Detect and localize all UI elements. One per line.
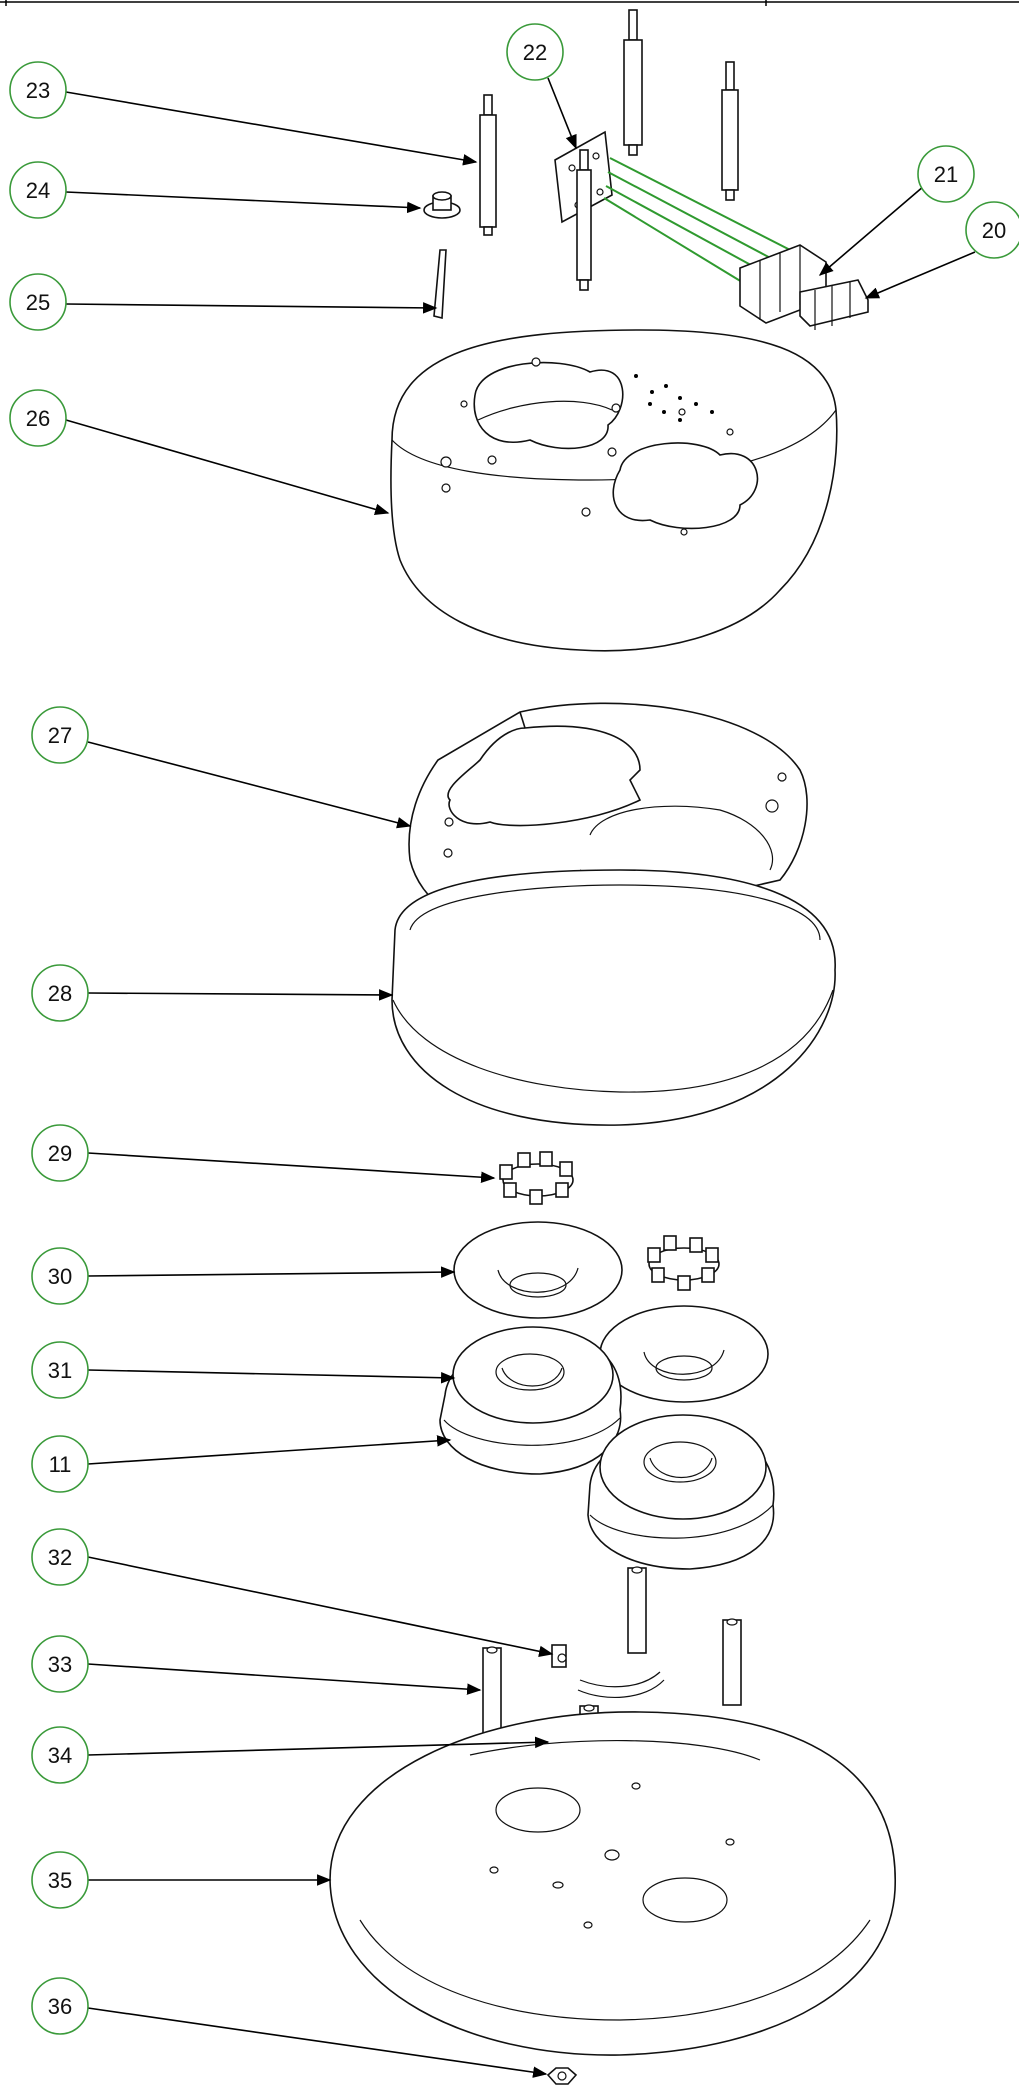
svg-text:23: 23 bbox=[26, 78, 50, 103]
callout-11: 11 bbox=[31, 1435, 89, 1493]
tube-25 bbox=[433, 249, 447, 320]
seat-31-11 bbox=[439, 1326, 622, 1475]
callout-35: 35 bbox=[31, 1851, 89, 1909]
tube-lower bbox=[577, 1671, 665, 1699]
svg-text:36: 36 bbox=[48, 1994, 72, 2019]
svg-text:24: 24 bbox=[26, 178, 50, 203]
callout-25: 25 bbox=[9, 273, 67, 331]
svg-text:11: 11 bbox=[49, 1452, 72, 1477]
top-housing-26 bbox=[390, 329, 838, 652]
callout-23: 23 bbox=[9, 61, 67, 119]
callout-24: 24 bbox=[9, 161, 67, 219]
svg-text:33: 33 bbox=[48, 1652, 72, 1677]
standoff-top-right bbox=[721, 61, 739, 201]
wires bbox=[603, 157, 801, 283]
callout-31: 31 bbox=[31, 1341, 89, 1399]
callout-34: 34 bbox=[31, 1726, 89, 1784]
svg-text:22: 22 bbox=[523, 40, 547, 65]
svg-text:20: 20 bbox=[982, 218, 1006, 243]
callout-20: 20 bbox=[965, 201, 1019, 259]
callout-29: 29 bbox=[31, 1124, 89, 1182]
standoff-33 bbox=[482, 1646, 502, 1737]
callout-36: 36 bbox=[31, 1977, 89, 2035]
svg-text:30: 30 bbox=[48, 1264, 72, 1289]
fitting-32 bbox=[551, 1644, 567, 1668]
svg-text:34: 34 bbox=[48, 1743, 72, 1768]
standoff-lower-b bbox=[722, 1618, 742, 1706]
callout-33: 33 bbox=[31, 1635, 89, 1693]
bracket-22 bbox=[554, 130, 613, 291]
nut-36 bbox=[546, 2067, 578, 2085]
washer-right bbox=[599, 1305, 769, 1403]
svg-text:29: 29 bbox=[48, 1141, 72, 1166]
callout-26: 26 bbox=[9, 389, 67, 447]
svg-text:21: 21 bbox=[934, 162, 958, 187]
washer-30 bbox=[453, 1221, 623, 1319]
svg-text:31: 31 bbox=[48, 1358, 72, 1383]
callout-27: 27 bbox=[31, 706, 89, 764]
callout-32: 32 bbox=[31, 1528, 89, 1586]
seat-right bbox=[587, 1414, 775, 1570]
leader-lines bbox=[65, 77, 976, 2078]
ring-28 bbox=[391, 869, 836, 1126]
svg-text:35: 35 bbox=[48, 1868, 72, 1893]
callout-30: 30 bbox=[31, 1247, 89, 1305]
callout-22: 22 bbox=[506, 23, 564, 81]
base-35 bbox=[329, 1711, 896, 2056]
clip-29 bbox=[499, 1151, 574, 1205]
callout-21: 21 bbox=[917, 145, 975, 203]
svg-text:25: 25 bbox=[26, 290, 50, 315]
drawing-frame bbox=[0, 0, 1019, 6]
fitting-24 bbox=[423, 191, 461, 219]
standoff-top-left bbox=[623, 9, 643, 156]
svg-text:28: 28 bbox=[48, 981, 72, 1006]
svg-text:27: 27 bbox=[48, 723, 72, 748]
terminals-20 bbox=[799, 279, 869, 330]
svg-text:32: 32 bbox=[48, 1545, 72, 1570]
standoff-23 bbox=[479, 94, 497, 236]
callout-28: 28 bbox=[31, 964, 89, 1022]
standoff-lower-a bbox=[627, 1566, 647, 1654]
svg-text:26: 26 bbox=[26, 406, 50, 431]
clip-right bbox=[647, 1235, 720, 1291]
